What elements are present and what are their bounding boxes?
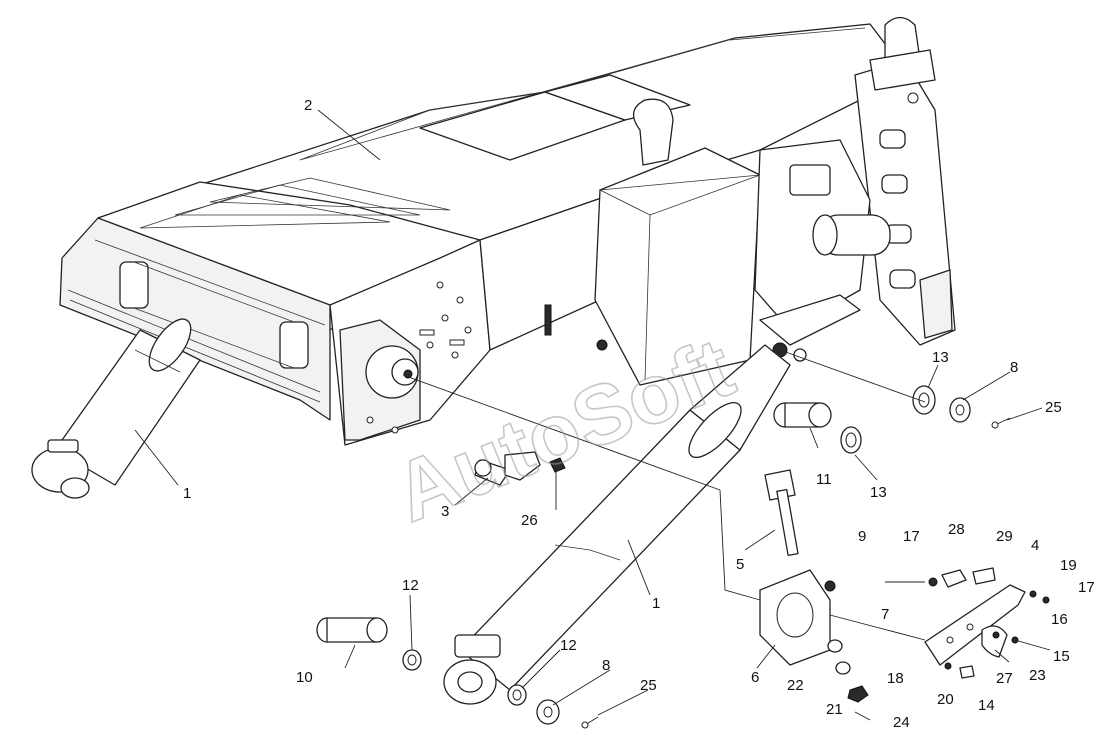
callout-7: 7	[881, 606, 889, 623]
callout-13: 13	[932, 349, 949, 366]
chain-sprocket-left	[119, 261, 309, 369]
side-plate-holes	[366, 281, 472, 434]
callout-21: 21	[826, 701, 843, 718]
callout-22: 22	[787, 677, 804, 694]
callout-1: 1	[652, 595, 660, 612]
fittings-28-29	[941, 567, 996, 588]
gearbox-cover	[594, 98, 761, 386]
latch-27	[981, 625, 1008, 658]
bushing-13-lower	[840, 426, 862, 454]
washer-8-upper	[949, 397, 971, 423]
pin-3	[474, 451, 541, 486]
bolt-9	[885, 577, 938, 587]
callout-29: 29	[996, 528, 1013, 545]
cotter-pin-25-upper	[991, 417, 1011, 429]
cotter-pin-25-lower	[581, 716, 599, 729]
hitch-mount-assembly	[754, 16, 956, 362]
callout-12: 12	[560, 637, 577, 654]
small-hardware	[944, 590, 1050, 679]
callout-17: 17	[1078, 579, 1095, 596]
callout-4: 4	[1031, 537, 1039, 554]
callout-8: 8	[1010, 359, 1018, 376]
callout-15: 15	[1053, 648, 1070, 665]
nut-18	[847, 685, 869, 703]
bolt-26	[549, 457, 566, 473]
bracket-6	[759, 569, 836, 666]
callout-27: 27	[996, 670, 1013, 687]
bushing-13-upper	[912, 385, 936, 415]
washer-8-lower	[536, 699, 560, 725]
pin-11	[773, 402, 832, 428]
callout-26: 26	[521, 512, 538, 529]
callout-2: 2	[304, 97, 312, 114]
hydraulic-cylinder-long	[443, 344, 791, 705]
callout-6: 6	[751, 669, 759, 686]
callout-1: 1	[183, 485, 191, 502]
callout-11: 11	[816, 471, 832, 488]
callout-13: 13	[870, 484, 887, 501]
washers-22-21	[827, 639, 851, 675]
callout-19: 19	[1060, 557, 1077, 574]
callout-25: 25	[1045, 399, 1062, 416]
callout-labels: 1 1 2 3 4 5 6 7 8 8 9 10 11 12 12 13 13 …	[183, 97, 1095, 731]
bushing-12-left	[402, 649, 422, 671]
callout-17: 17	[903, 528, 920, 545]
callout-20: 20	[937, 691, 954, 708]
callout-18: 18	[887, 670, 904, 687]
linkage-4-7	[924, 584, 1026, 666]
pin-5	[764, 469, 799, 556]
leader-lines	[134, 109, 1051, 716]
callout-12: 12	[402, 577, 419, 594]
pin-24	[854, 711, 871, 721]
hydraulic-cylinder-left	[31, 318, 201, 499]
callout-14: 14	[978, 697, 995, 714]
main-frame-assembly	[59, 23, 906, 446]
callout-16: 16	[1051, 611, 1068, 628]
pin-10	[316, 617, 388, 643]
bushing-12-right	[507, 684, 527, 706]
callout-10: 10	[296, 669, 313, 686]
callout-24: 24	[893, 714, 910, 731]
callout-25: 25	[640, 677, 657, 694]
callout-23: 23	[1029, 667, 1046, 684]
callout-5: 5	[736, 556, 744, 573]
callout-28: 28	[948, 521, 965, 538]
callout-9: 9	[858, 528, 866, 545]
callout-8: 8	[602, 657, 610, 674]
callout-3: 3	[441, 503, 449, 520]
